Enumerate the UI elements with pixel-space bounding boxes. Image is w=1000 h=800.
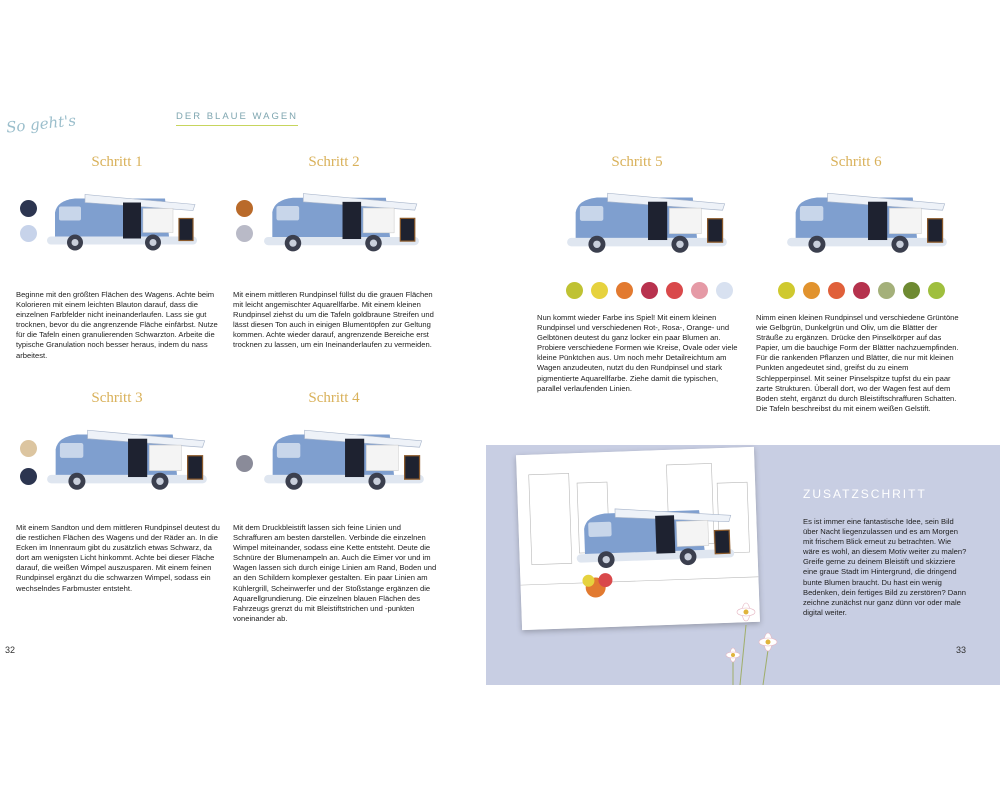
swatch	[236, 455, 253, 472]
page-number-left: 32	[5, 645, 16, 655]
truck-illustration-1	[46, 193, 198, 252]
step-2-title: Schritt 2	[308, 154, 360, 170]
swatch	[591, 282, 608, 299]
script-logo: So geht's	[5, 111, 77, 137]
swatch	[828, 282, 845, 299]
section-label: DER BLAUE WAGEN	[176, 111, 299, 126]
swatch	[236, 225, 253, 242]
truck-illustration-5	[566, 192, 728, 254]
sketch-city-illustration	[516, 446, 760, 631]
swatch	[903, 282, 920, 299]
swatch	[20, 468, 37, 485]
swatch	[928, 282, 945, 299]
swatch	[566, 282, 583, 299]
step-4-text: Mit dem Druckbleistift lassen sich feine…	[233, 523, 437, 623]
extra-step-title: ZUSATZSCHRITT	[803, 487, 927, 501]
swatch	[641, 282, 658, 299]
step-2-text: Mit einem mittleren Rundpinsel füllst du…	[233, 290, 434, 350]
swatch	[878, 282, 895, 299]
step-5-title: Schritt 5	[611, 154, 663, 170]
swatch	[853, 282, 870, 299]
truck-illustration-6	[786, 192, 948, 254]
swatch	[20, 440, 37, 457]
truck-illustration-3	[46, 429, 208, 491]
truck-illustration-4	[263, 429, 425, 491]
swatch	[616, 282, 633, 299]
daisy-flowers-illustration	[725, 602, 778, 685]
swatch	[236, 200, 253, 217]
extra-step-text: Es ist immer eine fantastische Idee, sei…	[803, 517, 967, 617]
finished-painting-photo	[516, 446, 760, 631]
step-6-text: Nimm einen kleinen Rundpinsel und versch…	[756, 313, 959, 413]
swatch	[691, 282, 708, 299]
step-6-title: Schritt 6	[830, 154, 882, 170]
swatch	[716, 282, 733, 299]
step-1-text: Beginne mit den größten Flächen des Wage…	[16, 290, 218, 360]
step-3-text: Mit einem Sandton und dem mittleren Rund…	[16, 523, 220, 593]
step-1-title: Schritt 1	[91, 154, 143, 170]
swatch	[778, 282, 795, 299]
swatch	[20, 225, 37, 242]
step-3-title: Schritt 3	[91, 390, 143, 406]
page-number-right: 33	[956, 645, 967, 655]
swatch	[666, 282, 683, 299]
truck-illustration-2	[263, 192, 420, 253]
swatch	[20, 200, 37, 217]
step-4-title: Schritt 4	[308, 390, 360, 406]
step-5-text: Nun kommt wieder Farbe ins Spiel! Mit ei…	[537, 313, 738, 393]
swatch	[803, 282, 820, 299]
